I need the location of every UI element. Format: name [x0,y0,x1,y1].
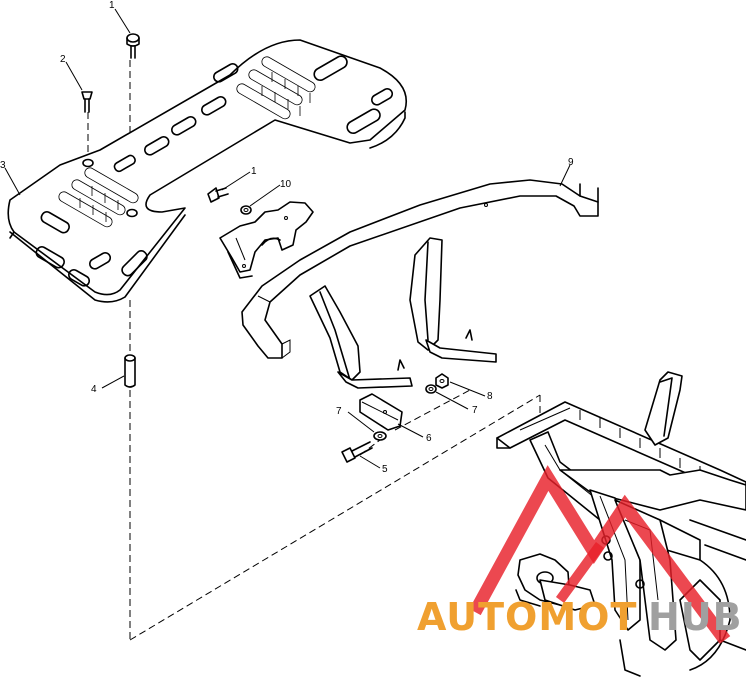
bracket-plate [219,201,314,279]
callout-10: 10 [280,179,292,190]
assembly-guide-lines [87,60,541,641]
callout-1-side-bolt: 1 [251,166,257,177]
nut-8 [435,373,449,389]
bolt-top [126,33,140,59]
callout-5: 5 [382,464,388,475]
callout-labels: 1 2 3 1 10 9 4 8 7 7 6 5 [0,0,574,475]
washer-7a [425,384,437,394]
leader-lines [4,8,571,469]
washer-10 [240,205,252,215]
watermark-text-part1: AUTOMOT [417,595,637,639]
cargo-rack-plate [7,39,407,303]
callout-8: 8 [487,391,493,402]
bolt-5 [341,441,373,463]
mount-plate-6 [359,393,403,431]
rack-rail [241,179,599,389]
callout-1: 1 [109,0,115,11]
spacer [124,354,136,388]
screw [81,91,93,113]
callout-6: 6 [426,433,432,444]
washer-7b [373,431,387,441]
callout-4: 4 [91,384,97,395]
watermark-logo: AUTOMOT HUB [417,465,743,644]
callout-9: 9 [568,157,574,168]
callout-2: 2 [60,54,66,65]
bolt-side [207,187,229,203]
callout-3: 3 [0,160,6,171]
callout-7-lower: 7 [336,406,342,417]
callout-7-upper: 7 [472,405,478,416]
watermark-text-part2: HUB [648,595,743,639]
